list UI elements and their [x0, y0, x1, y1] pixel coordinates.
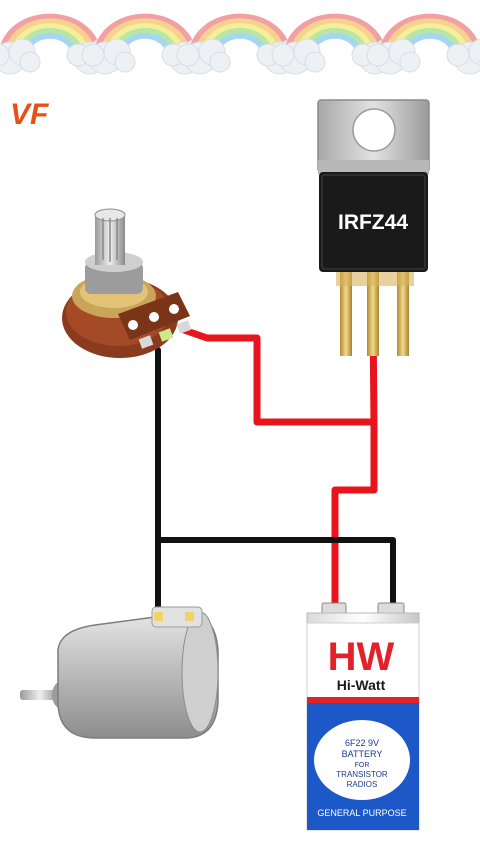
battery-spec-line1: 6F22 9V: [345, 738, 379, 748]
brand-logo: VF: [10, 98, 49, 131]
wire-positive-to-battery: [331, 418, 378, 614]
wires: [155, 312, 396, 615]
battery-footer: GENERAL PURPOSE: [317, 808, 406, 818]
mosfet-leg-drain: [367, 272, 379, 356]
mosfet-leg-source: [397, 272, 409, 356]
battery-brand-hw: HW: [328, 635, 395, 679]
rainbow-arc-5: [366, 13, 480, 75]
mosfet-label: IRFZ44: [338, 211, 408, 234]
battery-spec-line2: BATTERY: [342, 749, 383, 759]
brand-logo-text: VF: [10, 98, 49, 131]
battery-spec-line3: FOR: [355, 762, 370, 769]
battery-9v-icon[interactable]: HW Hi-Watt 6F22 9V BATTERY FOR TRANSISTO…: [306, 602, 420, 831]
motor-body: [57, 612, 219, 739]
battery-spec-line4: TRANSISTOR: [336, 770, 388, 779]
motor-shaft: [20, 690, 60, 700]
potentiometer-icon[interactable]: [62, 208, 192, 358]
battery-spec-line5: RADIOS: [347, 780, 378, 789]
wire-positive-pot-to-junction: [180, 326, 378, 426]
mosfet-icon[interactable]: IRFZ44: [317, 99, 430, 356]
mosfet-leg-gate: [340, 272, 352, 356]
dc-motor-icon[interactable]: [20, 606, 219, 739]
wire-negative-to-battery: [155, 537, 396, 613]
mosfet-tab-hole: [352, 108, 396, 152]
rainbow-cloud-icon: [0, 13, 480, 75]
battery-brand-name: Hi-Watt: [337, 677, 386, 693]
mosfet-body: [319, 172, 428, 272]
